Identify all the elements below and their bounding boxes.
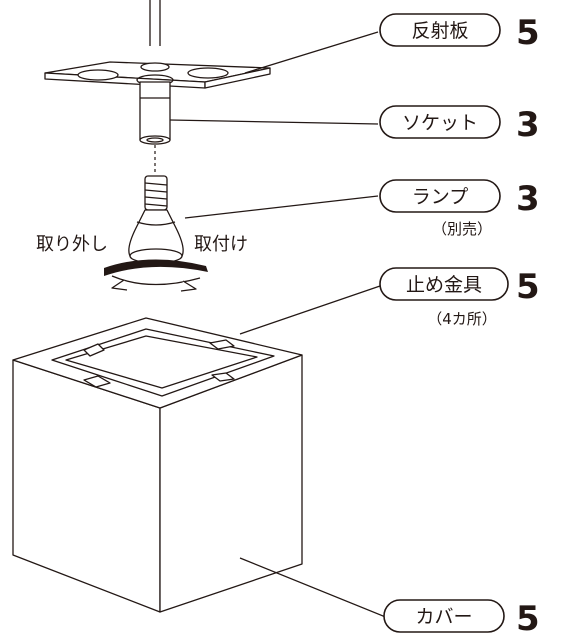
attach-action-label: 取付け	[194, 234, 248, 255]
remove-action-label: 取り外し	[36, 234, 108, 255]
label-pill	[379, 267, 509, 301]
label-pill	[379, 179, 501, 213]
label-clip-note: （4カ所）	[427, 310, 497, 328]
label-reflector: 反射板 5	[379, 13, 540, 53]
label-cover: カバー 5	[383, 599, 540, 636]
rotation-arrow	[104, 259, 208, 292]
label-clip: 止め金具 5 （4カ所）	[379, 267, 540, 328]
label-clip-number: 5	[516, 267, 540, 307]
label-pill	[379, 105, 501, 139]
label-lamp-note: （別売）	[432, 220, 492, 238]
label-lamp: ランプ 3 （別売）	[379, 179, 540, 238]
label-cover-name: カバー	[415, 606, 472, 628]
suspension-rod	[149, 0, 161, 46]
cover-box	[12, 317, 303, 613]
label-clip-name: 止め金具	[406, 274, 482, 296]
label-lamp-name: ランプ	[412, 186, 468, 208]
lamp-bulb	[128, 175, 184, 264]
label-reflector-name: 反射板	[411, 20, 468, 42]
label-pill	[383, 599, 505, 633]
label-socket-name: ソケット	[402, 112, 478, 134]
label-lamp-number: 3	[516, 179, 540, 219]
label-cover-number: 5	[516, 599, 540, 636]
socket	[139, 81, 171, 145]
label-socket: ソケット 3	[379, 105, 540, 145]
label-socket-number: 3	[516, 105, 540, 145]
label-pill	[379, 13, 501, 47]
leader-lines	[169, 31, 389, 619]
label-reflector-number: 5	[516, 13, 540, 53]
